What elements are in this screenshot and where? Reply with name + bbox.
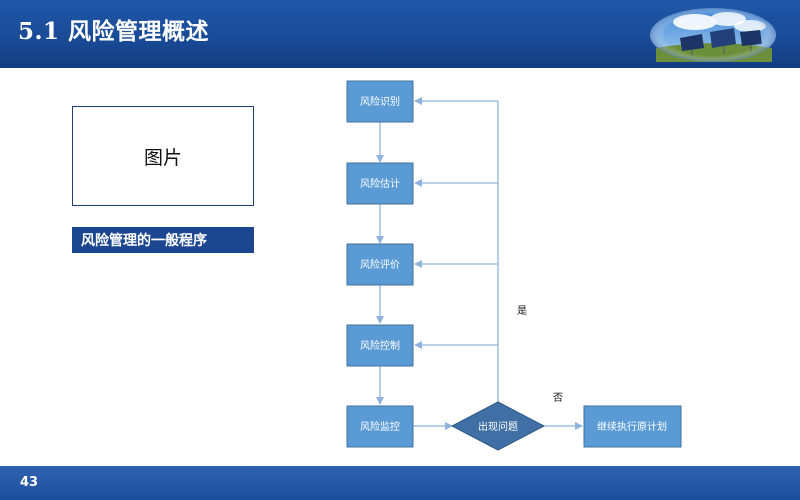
page-number: 43 [20,475,38,490]
step-monitor-label: 风险监控 [360,420,400,433]
step-identify: 风险识别 [347,81,413,122]
yes-label: 是 [517,305,527,317]
outcome-node: 继续执行原计划 [584,406,681,447]
step-identify-label: 风险识别 [360,95,400,108]
no-label: 否 [553,392,563,404]
decision-label: 出现问题 [478,420,518,433]
decision-node: 出现问题 [452,402,544,450]
step-control: 风险控制 [347,325,413,366]
step-estimate: 风险估计 [347,163,413,204]
step-estimate-label: 风险估计 [360,177,400,190]
step-monitor: 风险监控 [347,406,413,447]
step-evaluate-label: 风险评价 [360,258,400,271]
step-control-label: 风险控制 [360,339,400,352]
footer-bar: 43 [0,466,800,500]
step-evaluate: 风险评价 [347,244,413,285]
outcome-label: 继续执行原计划 [597,420,667,433]
